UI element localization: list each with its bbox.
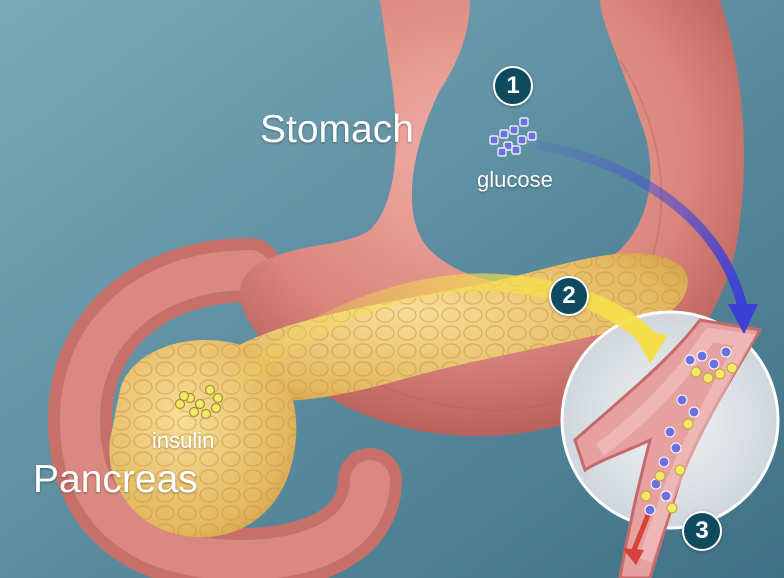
step-3-badge: 3	[682, 511, 722, 551]
stomach-label: Stomach	[260, 110, 414, 149]
glucose-label: glucose	[477, 169, 553, 191]
pancreas-label: Pancreas	[33, 460, 198, 499]
step-2-badge: 2	[549, 276, 589, 316]
insulin-label: insulin	[152, 430, 214, 452]
step-1-badge: 1	[493, 66, 533, 106]
